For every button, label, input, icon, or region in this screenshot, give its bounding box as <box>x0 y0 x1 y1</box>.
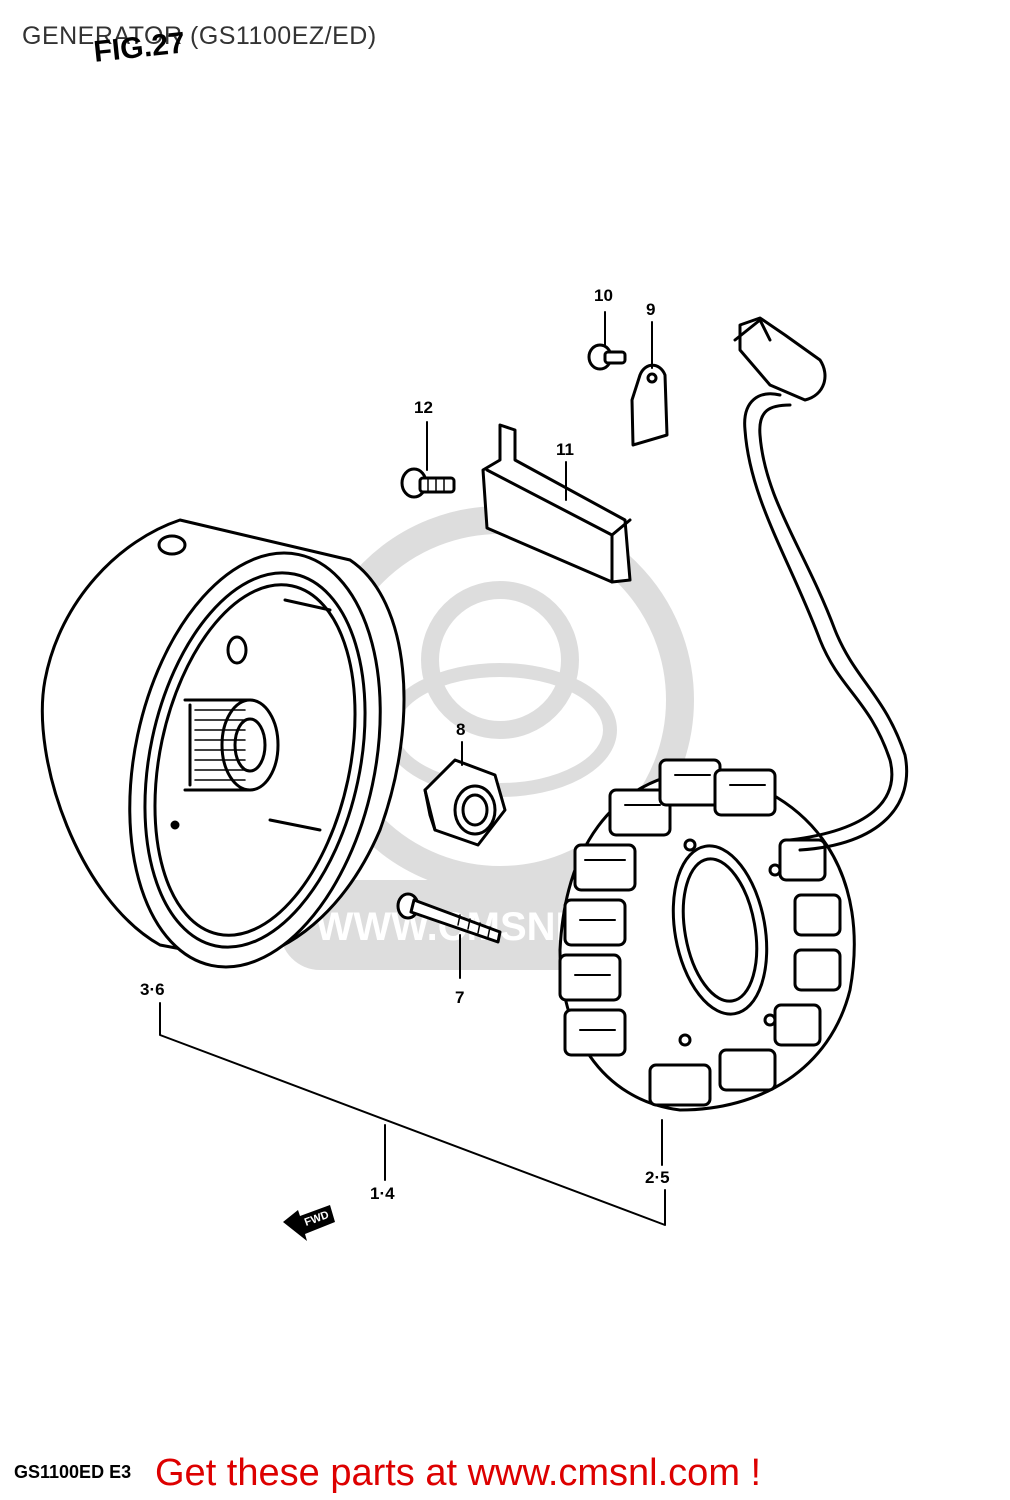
bolt-12 <box>400 467 456 499</box>
stator-wire <box>733 316 909 852</box>
model-code: GS1100ED E3 <box>14 1462 132 1482</box>
callout-3-6: 3·6 <box>140 980 165 999</box>
bolt-7 <box>396 892 502 944</box>
promo-link[interactable]: Get these parts at www.cmsnl.com ! <box>155 1452 762 1494</box>
callout-9: 9 <box>646 300 656 319</box>
nut-8 <box>423 758 507 847</box>
screw-10 <box>587 343 627 371</box>
callout-7: 7 <box>455 988 465 1007</box>
rotor <box>40 518 406 969</box>
leader-lines <box>159 311 666 1226</box>
callout-2-5: 2·5 <box>645 1168 670 1187</box>
cover-plate-11 <box>481 423 632 584</box>
callout-11: 11 <box>556 440 574 459</box>
forward-arrow: FWD <box>283 1205 335 1241</box>
callout-10: 10 <box>594 286 613 305</box>
callout-1-4: 1·4 <box>370 1184 395 1203</box>
stator <box>558 758 856 1112</box>
callout-12: 12 <box>414 398 433 417</box>
callout-8: 8 <box>456 720 466 739</box>
diagram-title: GENERATOR (GS1100EZ/ED) <box>22 22 377 50</box>
clamp-9 <box>630 363 669 447</box>
